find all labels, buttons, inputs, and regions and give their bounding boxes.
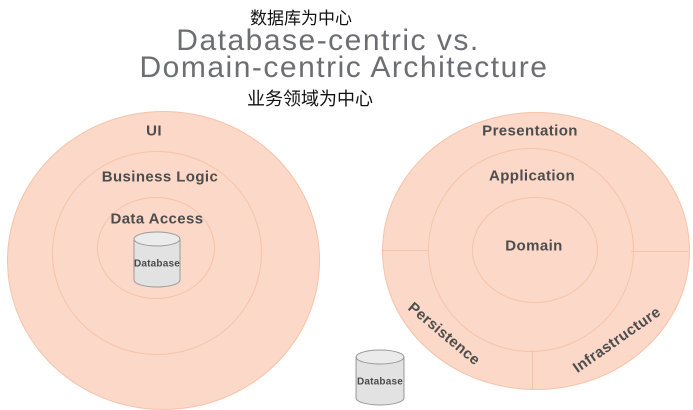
middle-ring [52, 151, 262, 355]
database-icon: Database [355, 349, 405, 406]
chinese-label-top: 数据库为中心 [250, 9, 352, 28]
inner-ring [472, 197, 598, 303]
chinese-label-bottom: 业务领域为中心 [247, 89, 373, 109]
database-centric-diagram: UI Business Logic Data Access Database [7, 111, 320, 410]
ring-label-ui: UI [146, 122, 162, 140]
ring-label-application: Application [488, 167, 576, 185]
database-icon: Database [133, 231, 181, 288]
database-label: Database [356, 376, 404, 388]
main-title-line-1: Database-centric vs. [176, 24, 480, 57]
ring-label-data-access: Data Access [110, 210, 204, 228]
segment-divider-right [631, 251, 688, 252]
segment-divider-bottom [532, 350, 533, 389]
domain-centric-diagram: Presentation Application Domain Persiste… [382, 112, 690, 390]
ring-label-business-logic: Business Logic [101, 168, 219, 186]
segment-divider-left [383, 250, 429, 251]
inner-ring [97, 197, 215, 299]
database-label: Database [133, 258, 181, 270]
main-title-line-2: Domain-centric Architecture [139, 51, 549, 84]
ring-label-presentation: Presentation [482, 122, 578, 140]
ring-label-domain: Domain [505, 237, 563, 255]
